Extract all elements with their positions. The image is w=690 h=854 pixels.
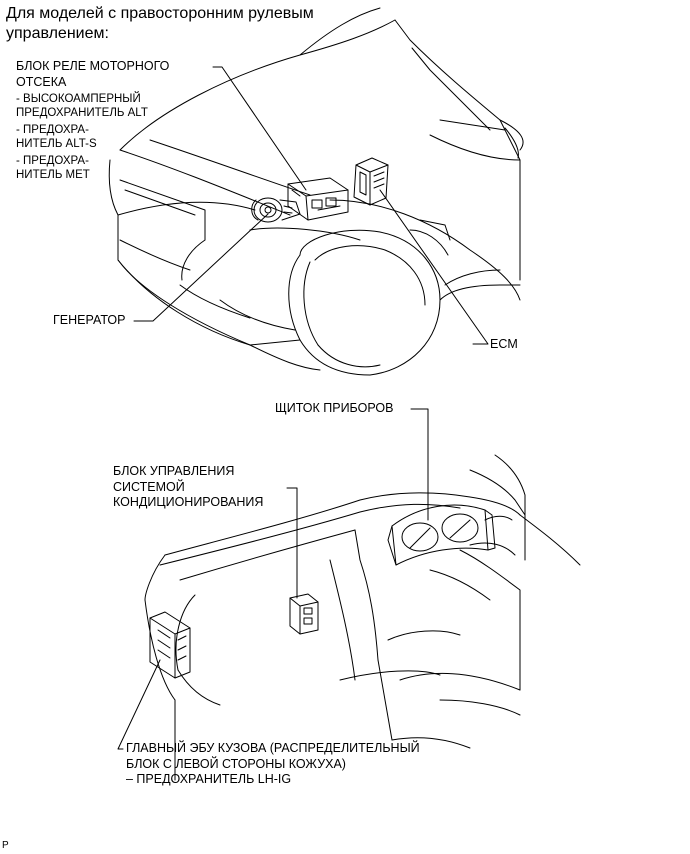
heading-line-2: управлением: xyxy=(6,25,109,42)
relay-block-title-2: ОТСЕКА xyxy=(16,74,67,89)
fuse-list-item: НИТЕЛЬ ALT-S xyxy=(16,138,97,150)
ac-label-line-1: БЛОК УПРАВЛЕНИЯ xyxy=(113,464,235,478)
instrument-panel-label: ЩИТОК ПРИБОРОВ xyxy=(275,401,394,415)
body-ecu-line-2: БЛОК С ЛЕВОЙ СТОРОНЫ КОЖУХА) xyxy=(126,756,346,771)
corner-mark: P xyxy=(2,840,9,851)
generator-illustration xyxy=(252,198,300,222)
fuse-list-item: ПРЕДОХРАНИТЕЛЬ ALT xyxy=(16,107,148,119)
leader-lines-top xyxy=(134,67,488,344)
relay-block-label: БЛОК РЕЛЕ МОТОРНОГО ОТСЕКА xyxy=(16,59,169,90)
body-ecu-line-1: ГЛАВНЫЙ ЭБУ КУЗОВА (РАСПРЕДЕЛИТЕЛЬНЫЙ xyxy=(126,741,420,755)
engine-relay-block-illustration xyxy=(288,178,348,220)
body-ecu-label: ГЛАВНЫЙ ЭБУ КУЗОВА (РАСПРЕДЕЛИТЕЛЬНЫЙ БЛ… xyxy=(126,741,420,788)
ecm-label: ECM xyxy=(490,337,518,351)
generator-label: ГЕНЕРАТОР xyxy=(53,313,126,327)
car-front-illustration xyxy=(109,8,523,375)
page-heading: Для моделей с правосторонним рулевым упр… xyxy=(6,4,314,44)
fuse-list-item: - ВЫСОКОАМПЕРНЫЙ xyxy=(16,93,141,105)
ac-label-line-2: СИСТЕМОЙ xyxy=(113,479,185,494)
ac-control-unit-illustration xyxy=(290,594,318,634)
relay-block-fuse-list: - ВЫСОКОАМПЕРНЫЙ ПРЕДОХРАНИТЕЛЬ ALT - ПР… xyxy=(16,92,148,182)
heading-line-1: Для моделей с правосторонним рулевым xyxy=(6,5,314,22)
dashboard-illustration xyxy=(145,455,580,780)
fuse-list-item: НИТЕЛЬ MET xyxy=(16,169,90,181)
fuse-list-item: - ПРЕДОХРА- xyxy=(16,124,89,136)
ac-control-unit-label: БЛОК УПРАВЛЕНИЯ СИСТЕМОЙ КОНДИЦИОНИРОВАН… xyxy=(113,464,263,511)
main-body-ecu-illustration xyxy=(150,612,190,678)
ecm-illustration xyxy=(354,158,388,205)
body-ecu-line-3: – ПРЕДОХРАНИТЕЛЬ LH-IG xyxy=(126,772,292,786)
relay-block-title-1: БЛОК РЕЛЕ МОТОРНОГО xyxy=(16,59,170,73)
fuse-list-item: - ПРЕДОХРА- xyxy=(16,155,89,167)
leader-lines-bottom xyxy=(118,409,428,749)
ac-label-line-3: КОНДИЦИОНИРОВАНИЯ xyxy=(113,495,264,509)
instrument-cluster-illustration xyxy=(388,505,495,565)
